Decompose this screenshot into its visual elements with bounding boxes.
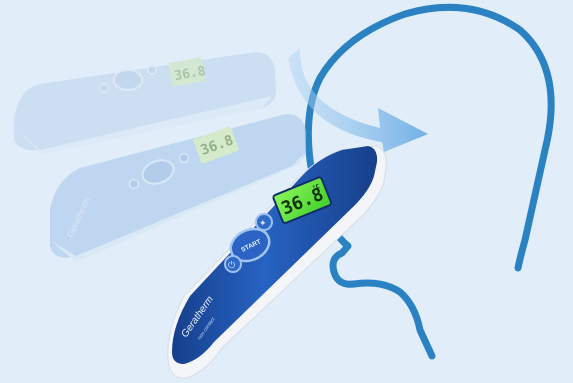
mode-icon: ✦ (259, 218, 267, 228)
power-icon: ⏻ (228, 260, 235, 270)
